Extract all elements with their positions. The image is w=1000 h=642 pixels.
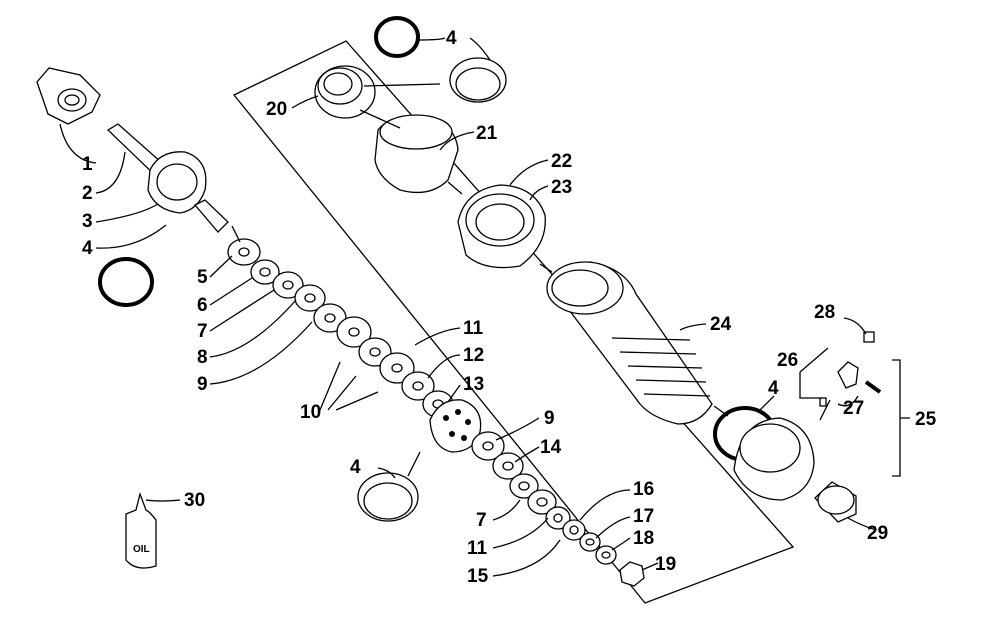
- part-22-23-spring-retainer: [457, 184, 546, 269]
- label-11-upper: 11: [463, 318, 484, 339]
- callout-labels: 1 2 3 4 5 6 7 8 9 10 11 12 13 9 14 4 7 1…: [82, 28, 937, 587]
- part-29-bushing: [814, 481, 857, 523]
- label-1: 1: [82, 154, 93, 175]
- leader-lines: [59, 37, 910, 577]
- label-13: 13: [463, 374, 484, 395]
- label-14: 14: [540, 437, 562, 458]
- part-4-piston-band: [357, 472, 419, 522]
- label-28: 28: [814, 302, 835, 323]
- part-4-o-ring-left: [98, 257, 154, 307]
- label-4-left: 4: [82, 238, 93, 259]
- label-9-upper: 9: [197, 374, 208, 395]
- label-7-lower: 7: [476, 510, 487, 531]
- label-26: 26: [777, 350, 798, 371]
- part-1-bushing: [36, 67, 101, 125]
- label-5: 5: [197, 267, 208, 288]
- assembly-path-lines: [231, 83, 831, 477]
- label-30: 30: [184, 490, 205, 511]
- label-25: 25: [915, 409, 937, 430]
- part-24-shock-body: [546, 261, 713, 425]
- part-19-nut: [619, 561, 645, 587]
- label-12: 12: [463, 345, 484, 366]
- label-7-upper: 7: [197, 321, 208, 342]
- label-16: 16: [633, 479, 654, 500]
- label-23: 23: [551, 177, 572, 198]
- label-20: 20: [266, 99, 287, 120]
- label-18: 18: [633, 528, 654, 549]
- label-11-lower: 11: [467, 538, 488, 559]
- oil-bottle-text: OIL: [133, 544, 150, 555]
- label-29: 29: [867, 523, 888, 544]
- label-3: 3: [82, 211, 93, 232]
- label-21: 21: [476, 123, 498, 144]
- washer-stack-lower: [471, 431, 617, 565]
- label-19: 19: [655, 554, 676, 575]
- part-4-band-top: [449, 57, 507, 103]
- part-26-valve: [819, 361, 859, 407]
- label-4-top: 4: [446, 28, 457, 49]
- part-28-valve-cap: [863, 331, 875, 343]
- part-2-3-shaft-assembly: [106, 123, 229, 233]
- part-25-end-cap-assembly: [733, 417, 815, 501]
- label-4-right: 4: [768, 378, 779, 399]
- label-4-lower: 4: [350, 457, 361, 478]
- label-9-lower: 9: [544, 408, 555, 429]
- part-20-seal-head: [314, 65, 376, 119]
- assembly-boundary: [232, 40, 795, 604]
- part-4-o-ring-top: [374, 16, 420, 58]
- label-17: 17: [633, 506, 654, 527]
- part-30-oil-bottle: OIL: [125, 491, 157, 569]
- label-8: 8: [197, 347, 208, 368]
- label-15: 15: [467, 566, 489, 587]
- label-10: 10: [300, 402, 321, 423]
- part-21-sleeve: [374, 114, 459, 194]
- label-24: 24: [710, 314, 732, 335]
- label-2: 2: [82, 183, 93, 204]
- label-6: 6: [197, 295, 208, 316]
- part-13-piston: [429, 399, 482, 453]
- washer-stack-upper: [227, 238, 454, 418]
- label-22: 22: [551, 151, 572, 172]
- label-27: 27: [843, 398, 864, 419]
- part-27-o-ring: [864, 380, 882, 394]
